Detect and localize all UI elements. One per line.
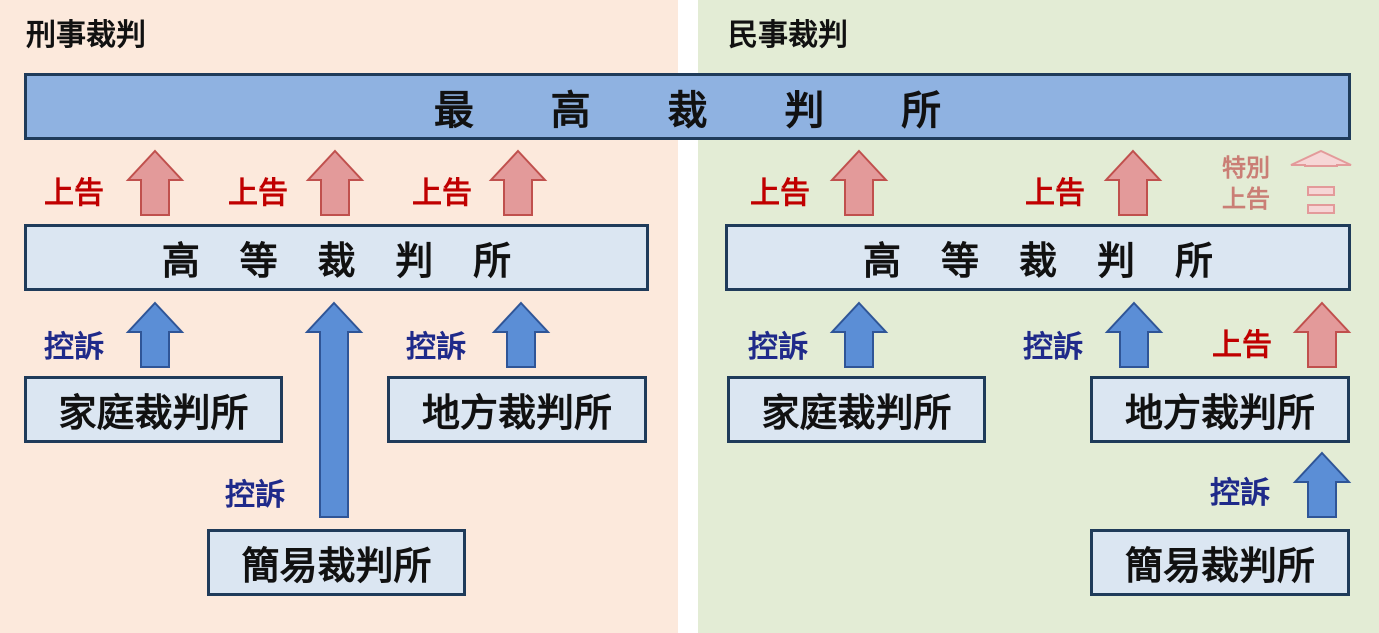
civil-koso-arrow-summary bbox=[1292, 451, 1352, 518]
civil-koso-arrow-family bbox=[829, 301, 889, 368]
supreme-court-char: 裁 bbox=[667, 87, 708, 134]
civil-title: 民事裁判 bbox=[728, 18, 848, 53]
high-court-char: 等 bbox=[940, 239, 979, 283]
criminal-jokoku-label-3: 上告 bbox=[412, 176, 472, 211]
criminal-high-court-box: 高 等 裁 判 所 bbox=[24, 224, 649, 291]
criminal-family-court-box: 家庭裁判所 bbox=[24, 376, 283, 443]
civil-jokoku-label-1: 上告 bbox=[750, 176, 810, 211]
high-court-char: 所 bbox=[473, 239, 512, 283]
criminal-jokoku-label-1: 上告 bbox=[44, 176, 104, 211]
civil-koso-label-family: 控訴 bbox=[748, 330, 808, 365]
high-court-char: 裁 bbox=[317, 239, 356, 283]
criminal-koso-label-district: 控訴 bbox=[406, 330, 466, 365]
high-court-char: 裁 bbox=[1018, 239, 1057, 283]
civil-koso-arrow-district bbox=[1104, 301, 1164, 368]
high-court-char: 高 bbox=[161, 239, 200, 283]
criminal-koso-arrow-district bbox=[491, 301, 551, 368]
civil-summary-court-box: 簡易裁判所 bbox=[1090, 529, 1350, 596]
supreme-court-char: 所 bbox=[901, 87, 942, 134]
supreme-court-box: 最 高 裁 判 所 bbox=[24, 73, 1351, 140]
criminal-jokoku-arrow-1 bbox=[125, 149, 185, 216]
criminal-title: 刑事裁判 bbox=[26, 18, 146, 53]
civil-special-appeal-arrow bbox=[1290, 149, 1352, 214]
criminal-koso-label-summary: 控訴 bbox=[225, 478, 285, 513]
high-court-char: 判 bbox=[395, 239, 434, 283]
criminal-koso-arrow-summary bbox=[304, 301, 364, 518]
criminal-jokoku-arrow-2 bbox=[305, 149, 365, 216]
criminal-koso-label-family: 控訴 bbox=[44, 330, 104, 365]
criminal-koso-arrow-family bbox=[125, 301, 185, 368]
special-appeal-line2: 上告 bbox=[1222, 185, 1270, 213]
supreme-court-char: 最 bbox=[433, 87, 474, 134]
high-court-char: 高 bbox=[862, 239, 901, 283]
high-court-char: 等 bbox=[239, 239, 278, 283]
civil-koso-label-district: 控訴 bbox=[1023, 330, 1083, 365]
civil-jokoku-arrow-1 bbox=[829, 149, 889, 216]
criminal-district-court-box: 地方裁判所 bbox=[387, 376, 647, 443]
civil-jokoku-arrow-summary bbox=[1292, 301, 1352, 368]
criminal-jokoku-label-2: 上告 bbox=[228, 176, 288, 211]
civil-jokoku-label-2: 上告 bbox=[1025, 176, 1085, 211]
supreme-court-char: 高 bbox=[550, 87, 591, 134]
civil-koso-label-summary: 控訴 bbox=[1210, 476, 1270, 511]
supreme-court-char: 判 bbox=[784, 87, 825, 134]
civil-high-court-box: 高 等 裁 判 所 bbox=[725, 224, 1351, 291]
civil-jokoku-label-summary: 上告 bbox=[1212, 328, 1272, 363]
civil-district-court-box: 地方裁判所 bbox=[1090, 376, 1350, 443]
civil-jokoku-arrow-2 bbox=[1103, 149, 1163, 216]
civil-special-appeal-label: 特別 上告 bbox=[1222, 153, 1270, 215]
high-court-char: 判 bbox=[1096, 239, 1135, 283]
criminal-summary-court-box: 簡易裁判所 bbox=[207, 529, 466, 596]
high-court-char: 所 bbox=[1174, 239, 1213, 283]
criminal-jokoku-arrow-3 bbox=[488, 149, 548, 216]
special-appeal-line1: 特別 bbox=[1222, 154, 1270, 182]
civil-family-court-box: 家庭裁判所 bbox=[727, 376, 986, 443]
